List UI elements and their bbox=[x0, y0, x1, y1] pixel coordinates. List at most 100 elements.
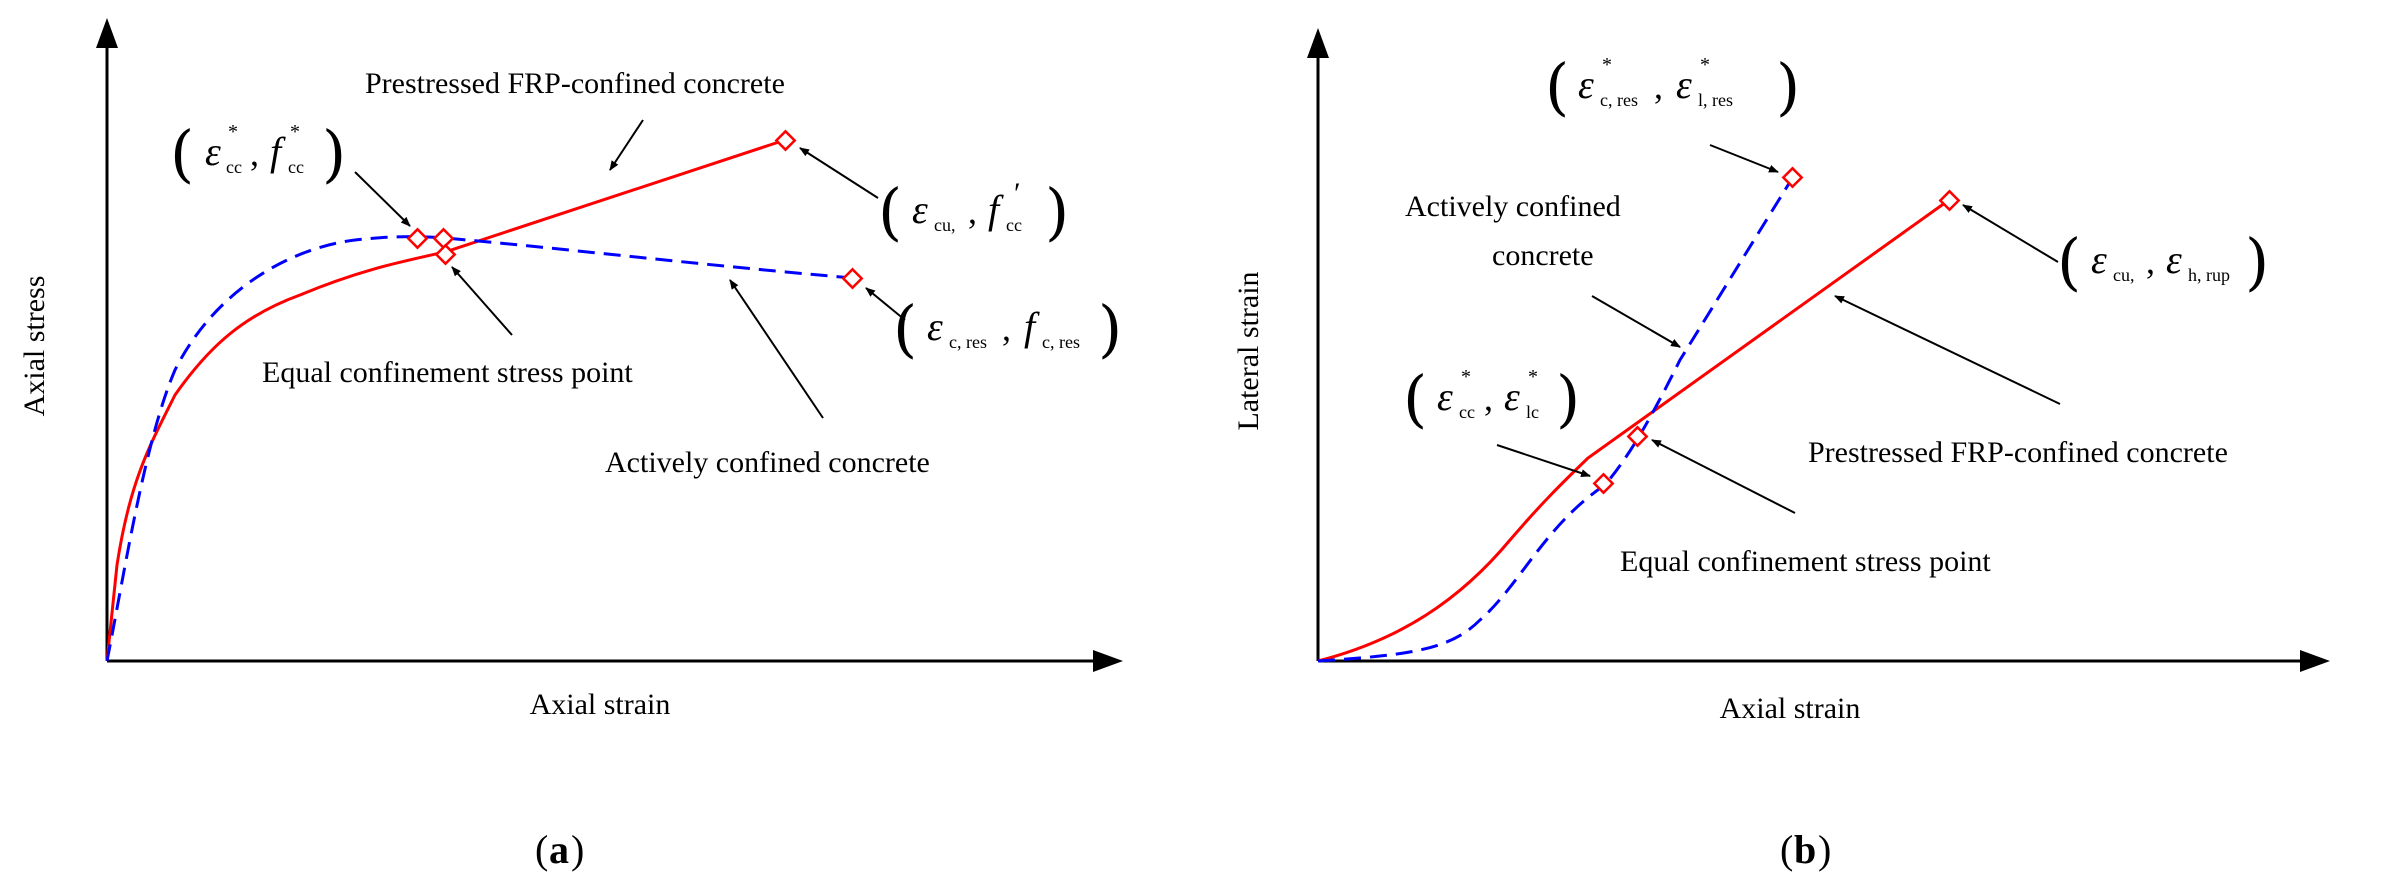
svg-text:a: a bbox=[549, 827, 569, 872]
svg-text:(: ( bbox=[2057, 225, 2081, 298]
svg-text:,: , bbox=[250, 133, 259, 173]
svg-text:(: ( bbox=[1545, 50, 1569, 123]
leader-arrow-icon bbox=[799, 147, 879, 199]
svg-text:ε: ε bbox=[2166, 237, 2182, 282]
point-label-cc-a: ( ) ε cc * , f cc * bbox=[170, 117, 346, 190]
point-label-cu-b: ( ) ε cu, , ε h, rup bbox=[2057, 225, 2269, 298]
svg-text:ε: ε bbox=[1504, 374, 1520, 419]
svg-text:*: * bbox=[1700, 54, 1710, 76]
svg-text:′: ′ bbox=[1014, 177, 1021, 210]
svg-text:ε: ε bbox=[1676, 62, 1692, 107]
point-label-res-b: ( ) ε c, res * , ε l, res * bbox=[1545, 50, 1800, 123]
x-axis-label-b: Axial strain bbox=[1720, 692, 1861, 725]
prestressed-curve-b bbox=[1317, 198, 1950, 663]
svg-text:*: * bbox=[228, 121, 238, 143]
svg-text:(: ( bbox=[878, 175, 902, 248]
svg-text:ε: ε bbox=[1578, 62, 1594, 107]
svg-text:(: ( bbox=[170, 117, 194, 190]
axis-arrow-icon bbox=[2300, 650, 2330, 672]
svg-text:ε: ε bbox=[912, 187, 928, 232]
svg-text:lc: lc bbox=[1526, 402, 1539, 422]
svg-text:c, res: c, res bbox=[1042, 332, 1080, 352]
equal-point-label-a: Equal confinement stress point bbox=[262, 356, 633, 389]
diamond-marker-icon bbox=[1938, 189, 1961, 212]
panel-b: Actively confined concrete Prestressed F… bbox=[1232, 28, 2330, 872]
axis-arrow-icon bbox=[1093, 650, 1123, 672]
svg-text:cc: cc bbox=[1459, 402, 1475, 422]
axis-arrow-icon bbox=[96, 18, 118, 48]
curve-active-label-a: Actively confined concrete bbox=[605, 446, 930, 479]
diamond-marker-icon bbox=[432, 227, 455, 250]
x-axis-label-a: Axial strain bbox=[530, 688, 671, 721]
svg-text:cu,: cu, bbox=[2113, 265, 2135, 285]
svg-text:ε: ε bbox=[205, 129, 221, 174]
curve-prestressed-label-b: Prestressed FRP-confined concrete bbox=[1808, 436, 2228, 469]
svg-text:f: f bbox=[270, 129, 286, 174]
svg-text:,: , bbox=[2146, 241, 2155, 281]
diamond-marker-icon bbox=[406, 227, 429, 250]
svg-text:): ) bbox=[571, 827, 584, 872]
active-curve-b bbox=[1317, 176, 1795, 663]
leader-arrow-icon bbox=[609, 119, 644, 171]
svg-text:cc: cc bbox=[1006, 215, 1022, 235]
panel-a: Prestressed FRP-confined concrete Equal … bbox=[18, 18, 1123, 872]
svg-text:,: , bbox=[1002, 308, 1011, 348]
point-label-cu-a: ( ) ε cu, , f cc ′ bbox=[878, 175, 1069, 248]
svg-text:(: ( bbox=[1403, 362, 1427, 435]
leader-arrow-icon bbox=[451, 266, 513, 336]
equal-point-label-b: Equal confinement stress point bbox=[1620, 545, 1991, 578]
svg-text:ε: ε bbox=[927, 304, 943, 349]
curve-active-label-b-line2: concrete bbox=[1492, 239, 1594, 272]
axis-arrow-icon bbox=[1307, 28, 1329, 58]
leader-arrow-icon bbox=[1709, 144, 1779, 173]
point-label-res-a: ( ) ε c, res , f c, res bbox=[893, 292, 1122, 365]
active-curve-a bbox=[105, 235, 854, 662]
svg-text:f: f bbox=[1024, 304, 1040, 349]
svg-text:*: * bbox=[1461, 366, 1471, 388]
diamond-marker-icon bbox=[434, 243, 457, 266]
caption-a: ( a ) bbox=[535, 827, 584, 872]
caption-b: ( b ) bbox=[1780, 827, 1831, 872]
svg-text:cc: cc bbox=[288, 157, 304, 177]
svg-text:(: ( bbox=[1780, 827, 1793, 872]
svg-text:*: * bbox=[1602, 54, 1612, 76]
svg-text:): ) bbox=[1045, 175, 1069, 248]
diamond-marker-icon bbox=[774, 129, 797, 152]
leader-arrow-icon bbox=[1834, 295, 2061, 405]
svg-text:b: b bbox=[1794, 827, 1816, 872]
leader-arrow-icon bbox=[354, 171, 411, 227]
leader-arrow-icon bbox=[1651, 439, 1796, 514]
diamond-marker-icon bbox=[841, 267, 864, 290]
svg-text:c, res: c, res bbox=[949, 332, 987, 352]
svg-text:,: , bbox=[1654, 66, 1663, 106]
svg-text:cu,: cu, bbox=[934, 215, 956, 235]
curve-prestressed-label-a: Prestressed FRP-confined concrete bbox=[365, 67, 785, 100]
svg-text:l, res: l, res bbox=[1698, 90, 1733, 110]
svg-text:): ) bbox=[2245, 225, 2269, 298]
prestressed-curve-a bbox=[105, 138, 786, 662]
leader-arrow-icon bbox=[1962, 204, 2059, 263]
leader-arrow-icon bbox=[1496, 444, 1591, 477]
svg-text:): ) bbox=[1776, 50, 1800, 123]
svg-text:(: ( bbox=[893, 292, 917, 365]
svg-text:cc: cc bbox=[226, 157, 242, 177]
svg-text:): ) bbox=[1818, 827, 1831, 872]
diamond-marker-icon bbox=[1626, 425, 1649, 448]
point-label-cc-b: ( ) ε cc * , ε lc * bbox=[1403, 362, 1580, 435]
svg-text:ε: ε bbox=[2091, 237, 2107, 282]
svg-text:,: , bbox=[968, 191, 977, 231]
svg-text:*: * bbox=[1528, 366, 1538, 388]
svg-text:c, res: c, res bbox=[1600, 90, 1638, 110]
svg-text:): ) bbox=[322, 117, 346, 190]
diamond-marker-icon bbox=[1592, 472, 1615, 495]
leader-arrow-icon bbox=[1591, 295, 1681, 348]
svg-text:ε: ε bbox=[1437, 374, 1453, 419]
y-axis-label-b: Lateral strain bbox=[1232, 271, 1265, 430]
diamond-marker-icon bbox=[1781, 166, 1804, 189]
svg-text:): ) bbox=[1098, 292, 1122, 365]
leader-arrow-icon bbox=[729, 279, 824, 419]
curve-active-label-b-line1: Actively confined bbox=[1405, 190, 1621, 223]
svg-text:f: f bbox=[988, 187, 1004, 232]
svg-text:,: , bbox=[1484, 378, 1493, 418]
